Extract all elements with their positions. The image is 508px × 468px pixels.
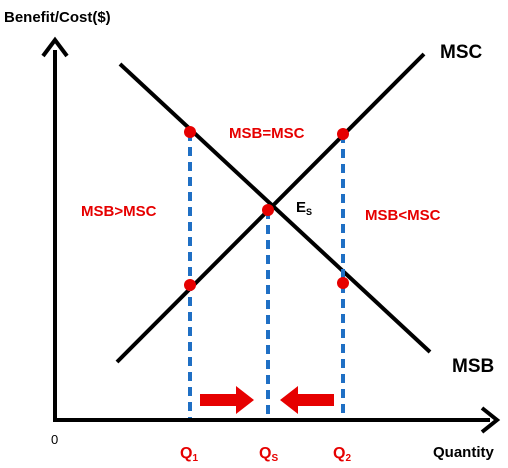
msc-label: MSC bbox=[440, 42, 483, 63]
point-q2-msc bbox=[337, 128, 349, 140]
y-axis-arrowhead bbox=[41, 36, 69, 58]
point-q1-msb bbox=[184, 126, 196, 138]
point-q2-msb bbox=[337, 277, 349, 289]
origin-label: 0 bbox=[51, 432, 58, 447]
arrow-right bbox=[200, 386, 254, 414]
x-axis-label: Quantity bbox=[433, 444, 494, 461]
point-q1-msc bbox=[184, 279, 196, 291]
q1-label: Q1 bbox=[180, 445, 198, 464]
qs-label: QS bbox=[259, 445, 278, 464]
q2-label: Q2 bbox=[333, 445, 351, 464]
x-axis-arrowhead bbox=[480, 406, 501, 434]
arrow-left bbox=[280, 386, 334, 414]
y-axis-label: Benefit/Cost($) bbox=[4, 9, 111, 26]
msb-curve bbox=[118, 62, 432, 354]
region-left-label: MSB>MSC bbox=[81, 203, 157, 220]
point-equilibrium bbox=[262, 204, 274, 216]
region-right-label: MSB<MSC bbox=[365, 207, 441, 224]
equilibrium-label: ES bbox=[296, 199, 312, 217]
msb-label: MSB bbox=[452, 356, 494, 377]
region-center-label: MSB=MSC bbox=[229, 125, 305, 142]
